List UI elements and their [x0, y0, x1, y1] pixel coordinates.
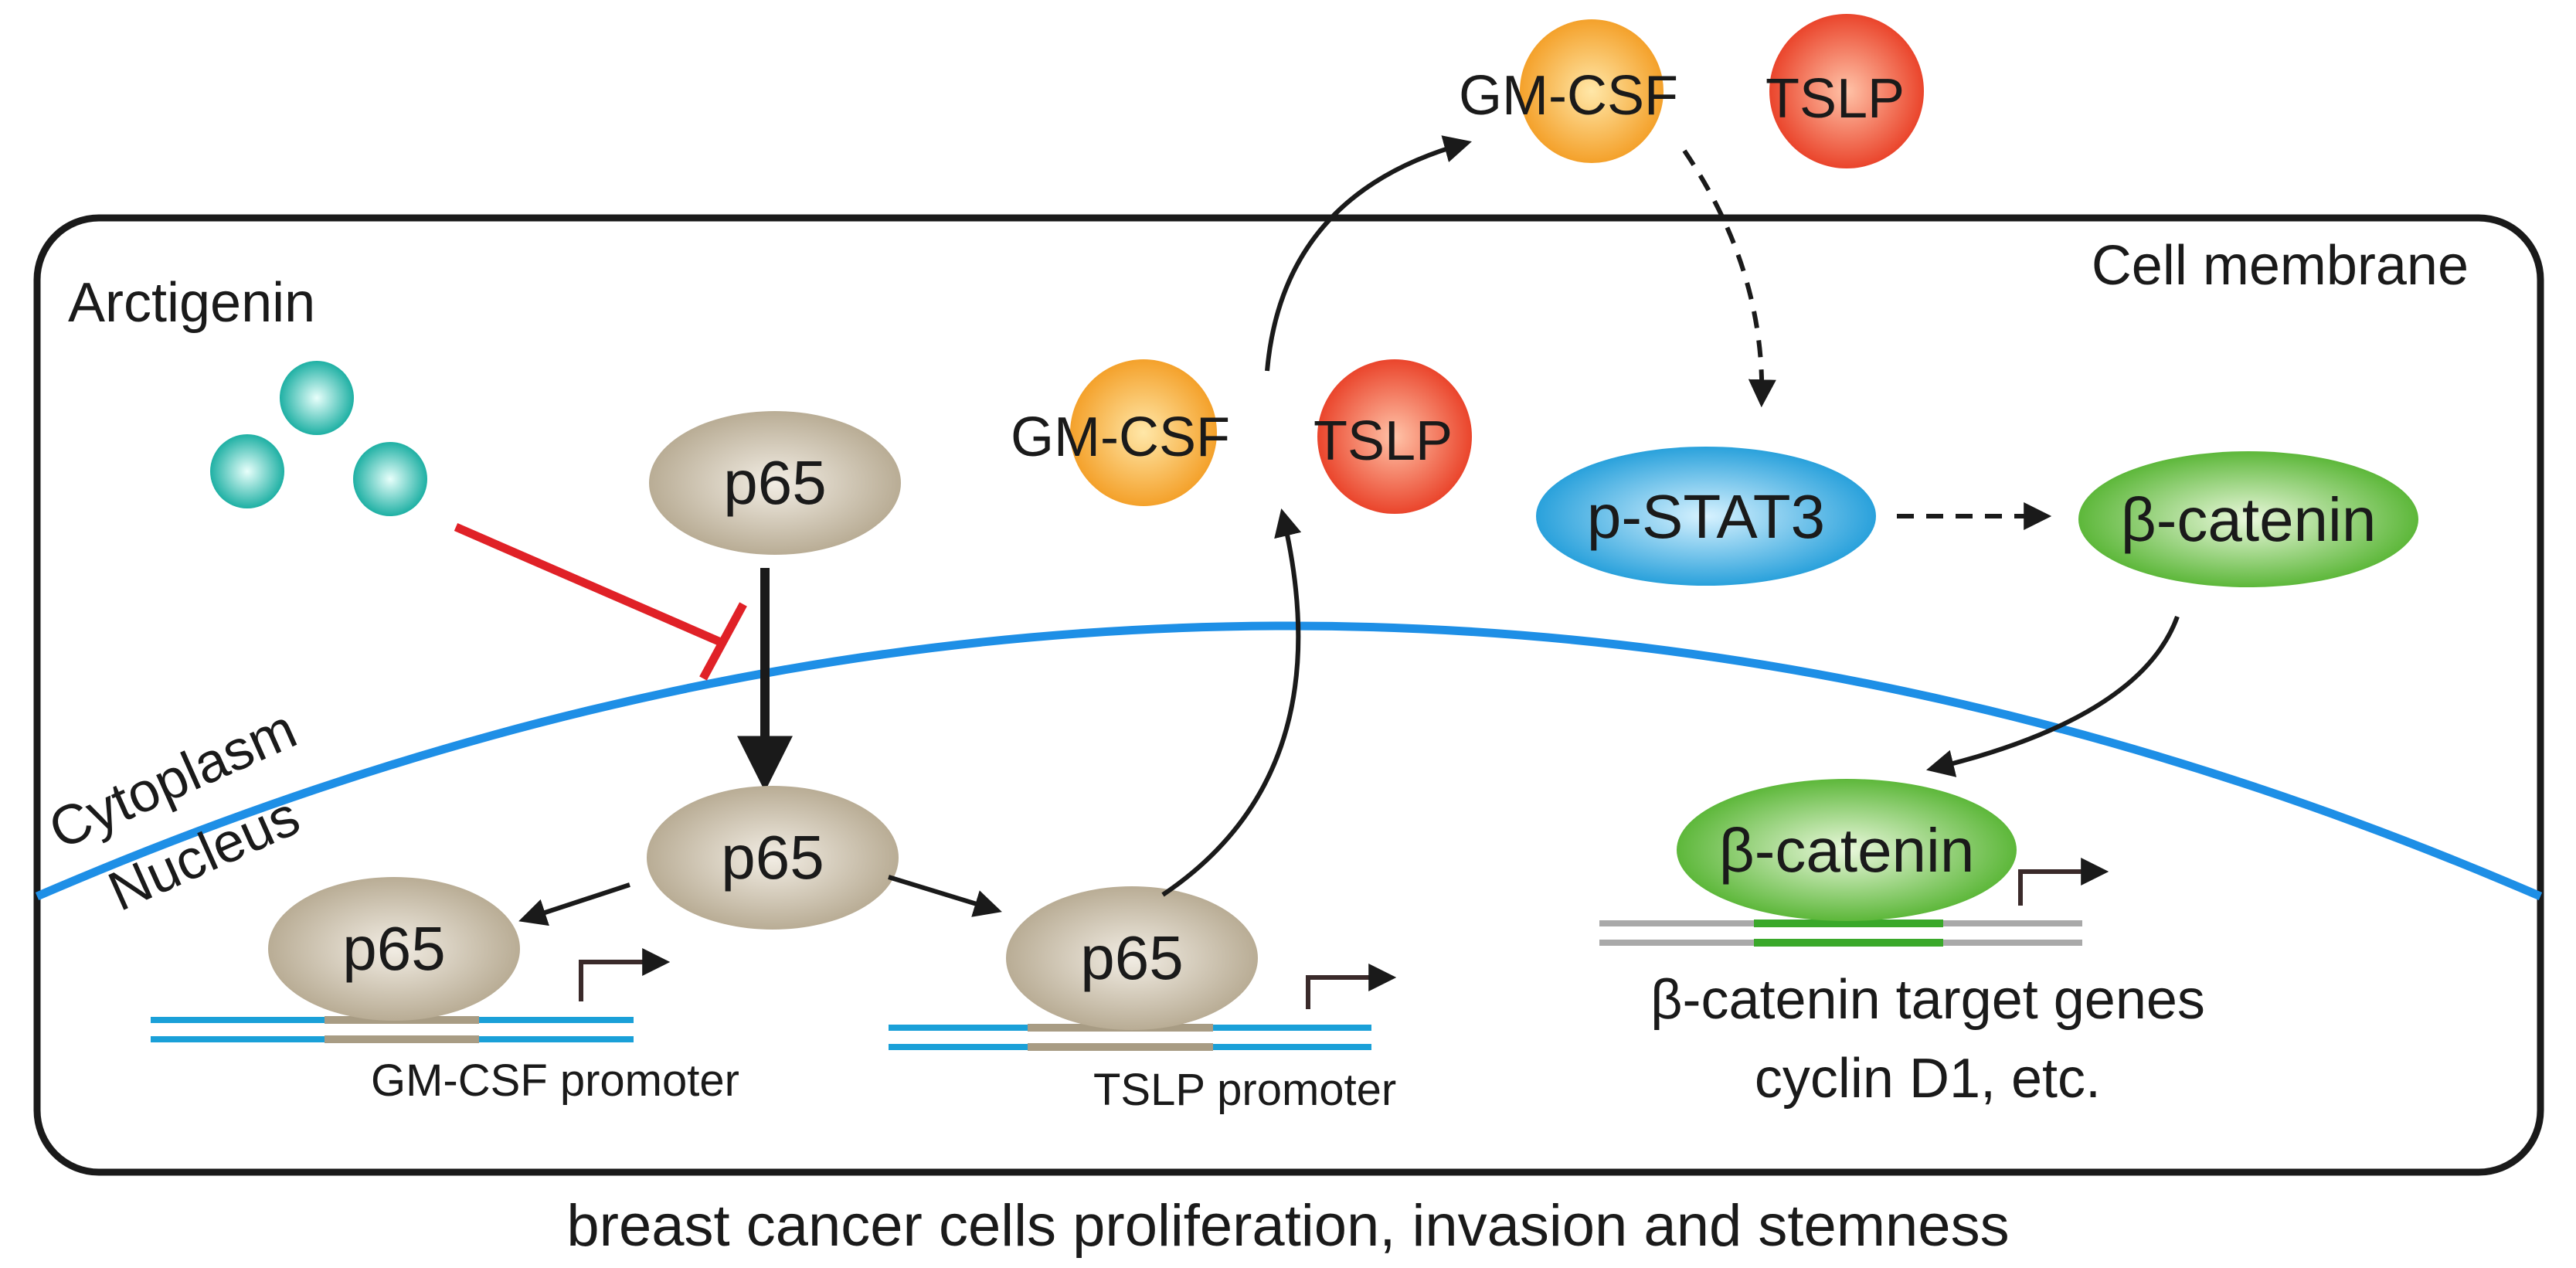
arctigenin-molecules	[210, 361, 427, 516]
tslp-promoter-label: TSLP promoter	[1093, 1065, 1396, 1115]
svg-text:p65: p65	[721, 823, 824, 892]
p65-bound-tslp: p65	[1006, 886, 1258, 1030]
svg-text:β-catenin: β-catenin	[2121, 485, 2377, 554]
cytokine-secretion-arrow	[1265, 135, 1472, 372]
gm-csf-intracellular	[1070, 359, 1217, 506]
nuclear-membrane	[35, 621, 2543, 901]
p65-to-tslp-promoter-arrow	[888, 875, 1002, 917]
p65-cytoplasm: p65	[649, 411, 901, 555]
cell-membrane-outline	[33, 214, 2544, 1176]
gm-csf-promoter-label: GM-CSF promoter	[371, 1056, 739, 1106]
svg-text:β-catenin: β-catenin	[1719, 816, 1975, 885]
p-stat3: p-STAT3	[1536, 447, 1876, 586]
cytokine-to-stat3-arrow	[1682, 149, 1776, 408]
target-genes-examples: cyclin D1, etc.	[1755, 1048, 2101, 1110]
svg-text:p-STAT3: p-STAT3	[1587, 482, 1825, 551]
arctigenin-molecule	[210, 434, 284, 508]
beta-catenin-translocation-arrow	[1926, 615, 2180, 777]
arctigenin-label: Arctigenin	[68, 272, 315, 334]
beta-catenin-cytoplasm: β-catenin	[2078, 451, 2418, 587]
gm-csf-secreted	[1520, 19, 1664, 163]
target-genes-label: β-catenin target genes	[1650, 969, 2205, 1031]
p65-bound-gm-csf: p65	[268, 877, 520, 1021]
arctigenin-molecule	[280, 361, 354, 435]
cytokines-intracellular: GM-CSF TSLP	[1011, 359, 1472, 514]
beta-catenin-nucleus: β-catenin	[1677, 779, 2017, 921]
p65-nucleus: p65	[647, 786, 899, 930]
beta-catenin-target-dna	[1599, 858, 2109, 947]
svg-text:p65: p65	[723, 448, 826, 517]
svg-text:p65: p65	[1080, 923, 1183, 992]
tslp-secreted	[1769, 14, 1924, 168]
cytokines-secreted: GM-CSF TSLP	[1459, 14, 1924, 168]
diagram-caption: breast cancer cells proliferation, invas…	[566, 1193, 2009, 1259]
cytokine-production-arrow	[1161, 508, 1302, 897]
svg-text:TSLP: TSLP	[1765, 68, 1905, 130]
arctigenin-molecule	[353, 442, 427, 516]
svg-text:GM-CSF: GM-CSF	[1011, 406, 1230, 468]
svg-text:TSLP: TSLP	[1313, 410, 1453, 472]
inhibition-arrow	[454, 522, 747, 681]
tslp-intracellular	[1317, 359, 1472, 514]
svg-text:p65: p65	[342, 914, 445, 983]
svg-text:GM-CSF: GM-CSF	[1459, 65, 1678, 127]
p65-to-gmcsf-promoter-arrow	[518, 882, 630, 926]
cell-membrane-label: Cell membrane	[2092, 235, 2469, 297]
